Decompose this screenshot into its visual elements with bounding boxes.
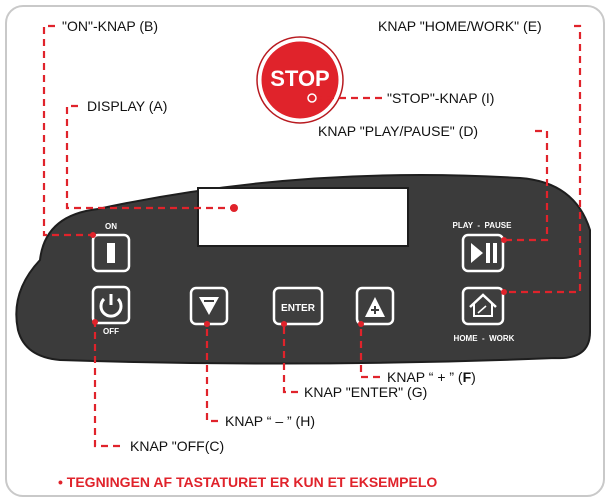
label-plus-letter: F <box>462 369 472 385</box>
leader-off <box>93 323 120 448</box>
leader-play-pause <box>504 129 549 242</box>
arrow-up-icon <box>365 297 385 317</box>
leader-display <box>65 104 232 210</box>
enter-button[interactable] <box>272 286 324 326</box>
label-enter-knap: KNAP "ENTER" (G) <box>304 384 428 400</box>
footnote: • TEGNINGEN AF TASTATURET ER KUN ET EKSE… <box>58 474 438 490</box>
off-key-label: OFF <box>103 327 119 336</box>
leader-enter <box>282 324 298 394</box>
play-pause-key-label: PLAY - PAUSE <box>453 221 513 230</box>
stop-button-text: STOP <box>270 66 330 91</box>
enter-key-text: ENTER <box>281 303 316 314</box>
leader-plus <box>359 324 380 379</box>
marker-off <box>92 319 98 325</box>
on-key-label: ON <box>105 222 117 231</box>
stop-button-ring <box>256 36 344 124</box>
label-plus-prefix: KNAP “ + ” ( <box>387 369 463 385</box>
label-play-pause-knap: KNAP "PLAY/PAUSE" (D) <box>318 123 479 139</box>
leader-on <box>42 24 93 237</box>
play-pause-icon <box>471 243 497 263</box>
label-stop-knap: "STOP"-KNAP (I) <box>387 90 495 106</box>
marker-home-work <box>501 289 507 295</box>
power-icon <box>99 294 123 318</box>
leader-lines <box>42 24 582 448</box>
leader-home-work <box>504 24 582 294</box>
marker-stop <box>307 93 317 103</box>
label-plus-knap: KNAP “ + ” (F) <box>387 369 476 385</box>
keypad-panel <box>15 174 591 365</box>
display-screen <box>197 187 409 247</box>
marker-minus <box>204 321 210 327</box>
diagram-frame <box>5 5 605 497</box>
label-minus-knap: KNAP “ – ” (H) <box>225 413 315 429</box>
marker-on <box>90 232 96 238</box>
marker-plus <box>358 321 364 327</box>
label-display: DISPLAY (A) <box>87 98 168 114</box>
home-work-key-label: HOME - WORK <box>454 334 515 343</box>
home-icon <box>469 293 497 317</box>
label-on-knap: "ON"-KNAP (B) <box>62 18 159 34</box>
on-bar-icon <box>107 243 115 263</box>
label-plus-suffix: ) <box>471 369 476 385</box>
leader-minus <box>205 324 218 423</box>
arrow-down-icon <box>199 297 219 315</box>
marker-enter <box>281 321 287 327</box>
label-home-work-knap: KNAP "HOME/WORK" (E) <box>378 18 542 34</box>
stop-button[interactable] <box>258 38 342 122</box>
label-off-knap: KNAP "OFF(C) <box>130 438 225 454</box>
marker-play-pause <box>501 237 507 243</box>
marker-display <box>230 204 238 212</box>
